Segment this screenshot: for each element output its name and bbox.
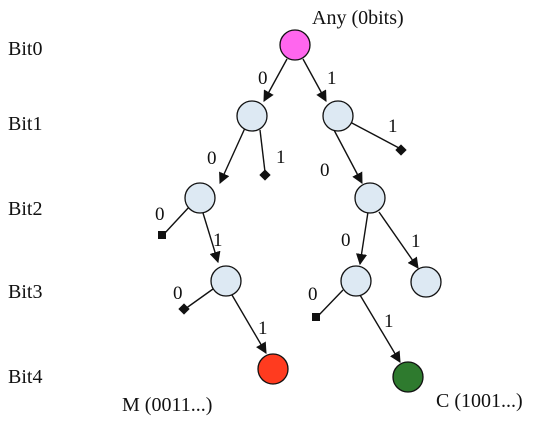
edge-label-r1-1: 1 [388,116,398,137]
edge-label-r1-0: 0 [320,160,330,181]
c-result-node [392,361,424,393]
edge-l1-0 [219,127,246,185]
edge-label-l2-1: 1 [213,230,223,251]
edge-root-1 [302,58,327,102]
row-label-bit3: Bit3 [8,281,42,303]
row-label-bit4: Bit4 [8,366,42,388]
row-label-bit1: Bit1 [8,113,42,135]
edge-l2-1 [202,212,221,264]
row-label-bit2: Bit2 [8,198,42,220]
edge-label-root-1: 1 [327,68,337,89]
edge-root-0 [263,58,288,102]
edge-label-l2-0: 0 [155,204,165,225]
edge-label-l3-1: 1 [258,318,268,339]
node-bit2-right [354,182,386,214]
node-bit1-left [236,100,268,132]
edge-r1-0 [333,129,363,184]
leaf-terminator-l2-0 [158,231,166,239]
node-bit2-left [184,182,216,214]
m-result-label: M (0011...) [122,394,212,416]
edge-label-l1-0: 0 [207,148,217,169]
edge-l3-0 [184,288,214,310]
edge-l1-1 [259,129,266,173]
edge-label-r3-1: 1 [384,311,394,332]
edge-r2-1 [378,211,419,269]
root-label: Any (0bits) [312,7,404,29]
edge-label-l3-0: 0 [173,283,183,304]
node-bit3-left [210,265,242,297]
node-bit3-right [340,265,372,297]
leaf-terminator-l1-1 [259,169,271,181]
edge-label-root-0: 0 [258,68,268,89]
edge-l3-1 [231,294,267,354]
row-label-bit0: Bit0 [8,38,42,60]
edge-label-l1-1: 1 [276,147,286,168]
edge-label-r2-1: 1 [411,231,421,252]
edge-r3-1 [359,294,401,363]
edge-r1-1 [349,121,400,149]
leaf-terminator-r3-0 [312,313,320,321]
edge-r2-0 [355,211,369,266]
leaf-terminator-r1-1 [395,144,407,156]
edge-label-r3-0: 0 [308,284,318,305]
m-result-node [257,353,289,385]
c-result-label: C (1001...) [436,390,523,412]
edge-r3-0 [317,289,344,317]
leaf-terminator-l3-0 [178,303,190,315]
node-bit1-right [322,100,354,132]
edge-label-r2-0: 0 [341,230,351,251]
edge-l2-0 [163,205,191,235]
root-node [279,29,311,61]
node-bit3-far-right [410,266,442,298]
